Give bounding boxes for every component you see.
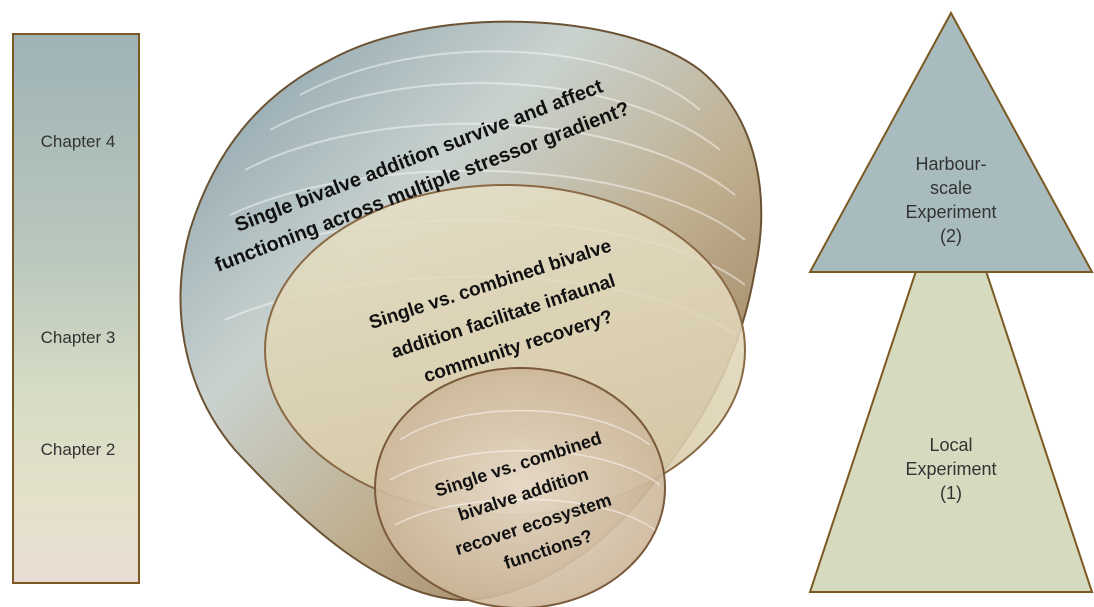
- harbour-label-line-1: Harbour-: [881, 152, 1021, 176]
- local-label-line-1: Local: [881, 433, 1021, 457]
- local-label-line-3: (1): [881, 481, 1021, 505]
- harbour-label-line-3: Experiment: [881, 200, 1021, 224]
- harbour-label-line-4: (2): [881, 224, 1021, 248]
- harbour-scale-label: Harbour- scale Experiment (2): [881, 152, 1021, 248]
- local-label-line-2: Experiment: [881, 457, 1021, 481]
- harbour-label-line-2: scale: [881, 176, 1021, 200]
- local-experiment-label: Local Experiment (1): [881, 433, 1021, 505]
